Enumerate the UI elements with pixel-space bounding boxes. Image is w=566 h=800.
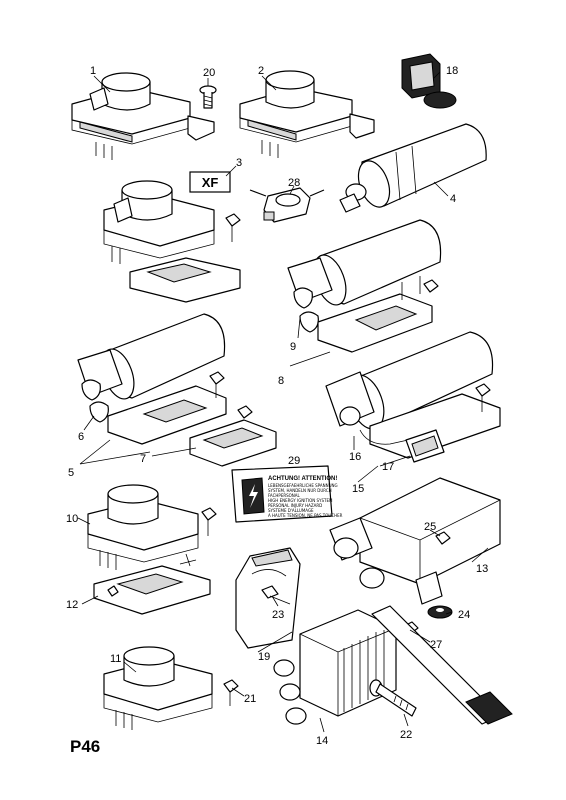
warning-line-4: HIGH ENERGY IGNITION SYSTEM bbox=[268, 498, 333, 503]
part-9-canister-coil-bracket[interactable] bbox=[287, 219, 442, 353]
callout-labels: 1 20 2 18 3 28 4 9 8 6 5 7 16 17 15 29 1… bbox=[66, 65, 488, 747]
callout-22: 22 bbox=[400, 729, 412, 741]
part-20-bolt[interactable] bbox=[199, 85, 217, 109]
callout-16: 16 bbox=[349, 451, 361, 463]
warning-line-7: A HAUTE TENSION, NE PAS TOUCHER bbox=[268, 513, 343, 518]
callout-1: 1 bbox=[90, 65, 96, 77]
part-6-canister-coil-bracket[interactable] bbox=[77, 313, 227, 445]
part-29-warning-label[interactable]: ACHTUNG! ATTENTION! LEBENSGEFAEHRLICHE S… bbox=[231, 465, 343, 523]
callout-24: 24 bbox=[458, 609, 470, 621]
part-2-ignition-coil[interactable] bbox=[239, 70, 375, 158]
callout-11: 11 bbox=[110, 653, 121, 665]
callout-13: 13 bbox=[476, 563, 488, 575]
callout-17: 17 bbox=[382, 461, 394, 473]
part-13-ignition-control-unit[interactable] bbox=[329, 477, 501, 605]
warning-line-2: SYSTEM, HANDELN NUR DURCH bbox=[268, 488, 332, 493]
callout-9: 9 bbox=[290, 341, 296, 353]
warning-line-1: LEBENSGEFAEHRLICHE SPANNUNG bbox=[268, 483, 338, 488]
warning-line-5: PERSONAL INJURY HAZARD bbox=[268, 503, 322, 508]
warning-line-6: SYSTEME D'ALLUMAGE bbox=[268, 508, 314, 513]
callout-6: 6 bbox=[78, 431, 84, 443]
part-4-canister-coil[interactable] bbox=[339, 123, 487, 213]
callout-29: 29 bbox=[288, 455, 300, 467]
part-22-bolt[interactable] bbox=[369, 679, 417, 717]
callout-23: 23 bbox=[272, 609, 284, 621]
callout-10: 10 bbox=[66, 513, 78, 525]
part-10-ignition-coil[interactable] bbox=[87, 484, 217, 570]
callout-2: 2 bbox=[258, 65, 264, 77]
part-12-module-plate[interactable] bbox=[93, 553, 211, 615]
callout-20: 20 bbox=[203, 67, 215, 79]
callout-7: 7 bbox=[140, 453, 146, 465]
callout-28: 28 bbox=[288, 177, 300, 189]
callout-12: 12 bbox=[66, 599, 78, 611]
callout-15: 15 bbox=[352, 483, 364, 495]
callout-4: 4 bbox=[450, 193, 456, 205]
part-11-ignition-coil[interactable] bbox=[103, 646, 239, 730]
callout-8: 8 bbox=[278, 375, 284, 387]
part-23-screw[interactable] bbox=[261, 585, 291, 605]
callout-25: 25 bbox=[424, 521, 436, 533]
mounting-strap bbox=[371, 605, 513, 725]
warning-title: ACHTUNG! ATTENTION! bbox=[268, 476, 337, 482]
part-3-screw bbox=[225, 213, 241, 242]
xf-badge-text: XF bbox=[202, 175, 219, 190]
part-15-coil-module-assembly[interactable] bbox=[325, 331, 501, 463]
warning-line-3: FACHPERSONAL bbox=[268, 493, 301, 498]
callout-19: 19 bbox=[258, 651, 270, 663]
callout-5: 5 bbox=[68, 467, 74, 479]
callout-14: 14 bbox=[316, 735, 328, 747]
callout-3: 3 bbox=[236, 157, 242, 169]
part-28-sensor[interactable] bbox=[249, 187, 325, 223]
part-7-ignition-module[interactable] bbox=[189, 405, 277, 467]
callout-27: 27 bbox=[430, 639, 442, 651]
part-18-connector-plug[interactable] bbox=[401, 53, 457, 109]
part-24-washer[interactable] bbox=[427, 605, 453, 619]
callout-21: 21 bbox=[244, 693, 256, 705]
part-3-coil-module-assembly[interactable] bbox=[103, 180, 241, 303]
leader-lines bbox=[77, 71, 489, 733]
part-1-ignition-coil[interactable] bbox=[71, 72, 215, 160]
callout-18: 18 bbox=[446, 65, 458, 77]
xf-badge: XF bbox=[189, 171, 231, 193]
page-reference: P46 bbox=[70, 737, 100, 756]
